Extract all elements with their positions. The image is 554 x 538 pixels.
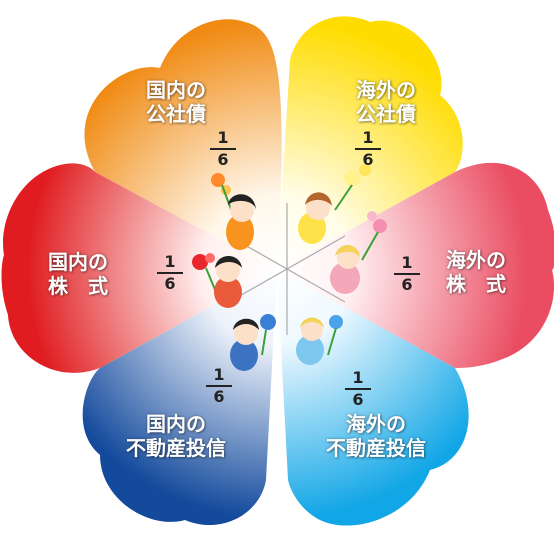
fraction-numerator: 1	[352, 368, 364, 387]
label-line: 海外の	[356, 78, 416, 102]
fraction-bar	[157, 272, 183, 274]
fraction-numerator: 1	[362, 128, 374, 147]
label-line: 国内の	[48, 250, 108, 274]
petal-foreign-reit	[277, 270, 469, 526]
fraction-numerator: 1	[164, 252, 176, 271]
fraction-denominator: 6	[164, 274, 176, 293]
fairy-left	[192, 253, 242, 308]
fraction-foreign-reit: 1 6	[345, 370, 371, 408]
fraction-bar	[206, 385, 232, 387]
fraction-bar	[210, 148, 236, 150]
label-line: 公社債	[146, 102, 206, 126]
fraction-denominator: 6	[352, 390, 364, 409]
petal-domestic-reit	[82, 270, 277, 526]
divider-lines	[228, 203, 346, 335]
label-domestic-bonds: 国内の 公社債	[146, 78, 206, 126]
fairy-right	[330, 211, 387, 294]
fraction-bar	[345, 388, 371, 390]
fraction-denominator: 6	[217, 150, 229, 169]
fraction-bar	[394, 273, 420, 275]
fairy-top-right	[298, 164, 371, 244]
fraction-domestic-stocks: 1 6	[157, 254, 183, 292]
fraction-domestic-reit: 1 6	[206, 367, 232, 405]
label-line: 不動産投信	[326, 436, 426, 460]
fraction-numerator: 1	[217, 128, 229, 147]
fraction-denominator: 6	[362, 150, 374, 169]
label-domestic-reit: 国内の 不動産投信	[126, 412, 226, 460]
fraction-bar	[355, 148, 381, 150]
label-foreign-bonds: 海外の 公社債	[356, 78, 416, 126]
label-line: 株 式	[446, 272, 506, 296]
label-foreign-reit: 海外の 不動産投信	[326, 412, 426, 460]
fairy-top-left	[211, 173, 256, 250]
label-line: 株 式	[48, 274, 108, 298]
label-line: 海外の	[446, 248, 506, 272]
label-line: 公社債	[356, 102, 416, 126]
petal-foreign-stocks	[277, 163, 554, 368]
label-line: 海外の	[346, 412, 406, 436]
fraction-domestic-bonds: 1 6	[210, 130, 236, 168]
fraction-numerator: 1	[213, 365, 225, 384]
fraction-foreign-bonds: 1 6	[355, 130, 381, 168]
label-line: 国内の	[146, 412, 206, 436]
label-line: 国内の	[146, 78, 206, 102]
fairy-bottom-right	[296, 315, 343, 365]
fraction-foreign-stocks: 1 6	[394, 255, 420, 293]
label-domestic-stocks: 国内の 株 式	[48, 250, 108, 298]
fairy-bottom-left	[230, 314, 276, 371]
label-foreign-stocks: 海外の 株 式	[446, 248, 506, 296]
label-line: 不動産投信	[126, 436, 226, 460]
fraction-numerator: 1	[401, 253, 413, 272]
fraction-denominator: 6	[213, 387, 225, 406]
petal-domestic-stocks	[1, 163, 277, 373]
fraction-denominator: 6	[401, 275, 413, 294]
